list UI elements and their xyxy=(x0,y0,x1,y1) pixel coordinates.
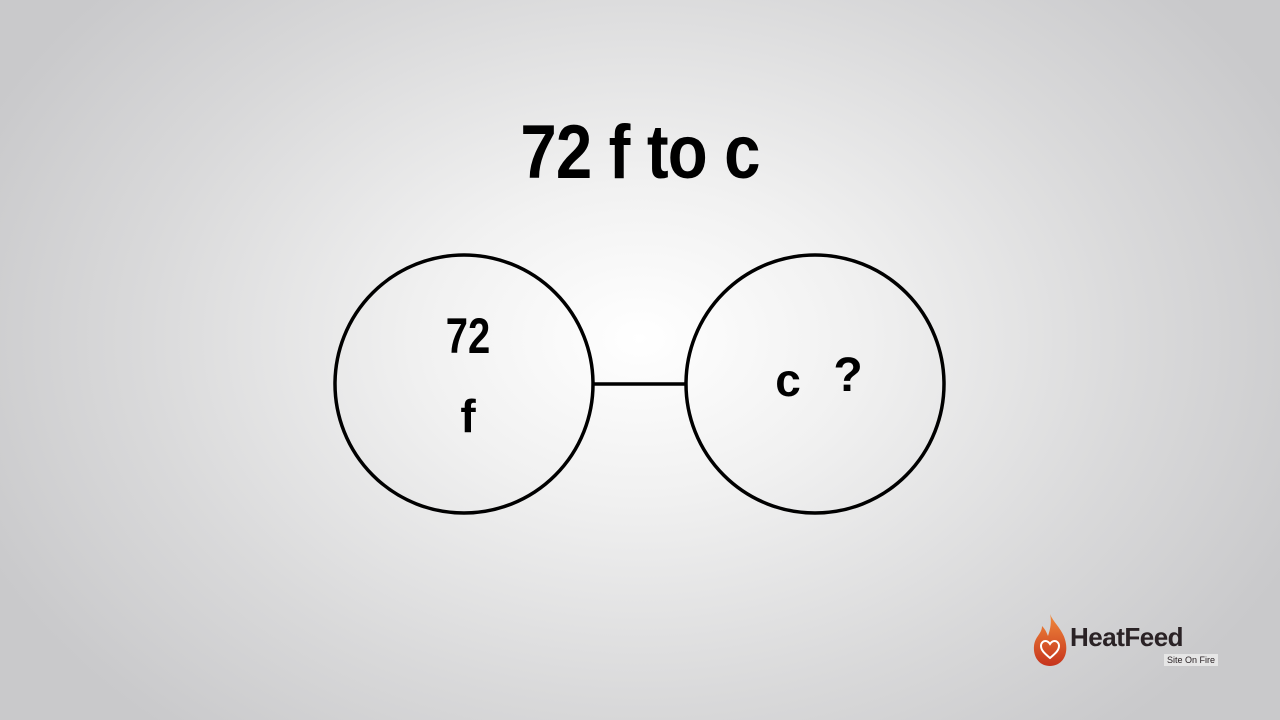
target-unit: c xyxy=(775,354,801,406)
logo-tagline: Site On Fire xyxy=(1164,654,1219,666)
page-title: 72 f to c xyxy=(520,110,760,195)
source-unit: f xyxy=(460,390,476,442)
source-value: 72 xyxy=(445,308,491,364)
target-circle xyxy=(684,253,946,515)
source-circle xyxy=(333,253,595,515)
target-unknown-value: ? xyxy=(833,349,863,402)
heatfeed-logo: HeatFeed Site On Fire xyxy=(1030,612,1230,672)
flame-heart-icon xyxy=(1033,614,1067,666)
logo-name: HeatFeed xyxy=(1070,622,1184,652)
